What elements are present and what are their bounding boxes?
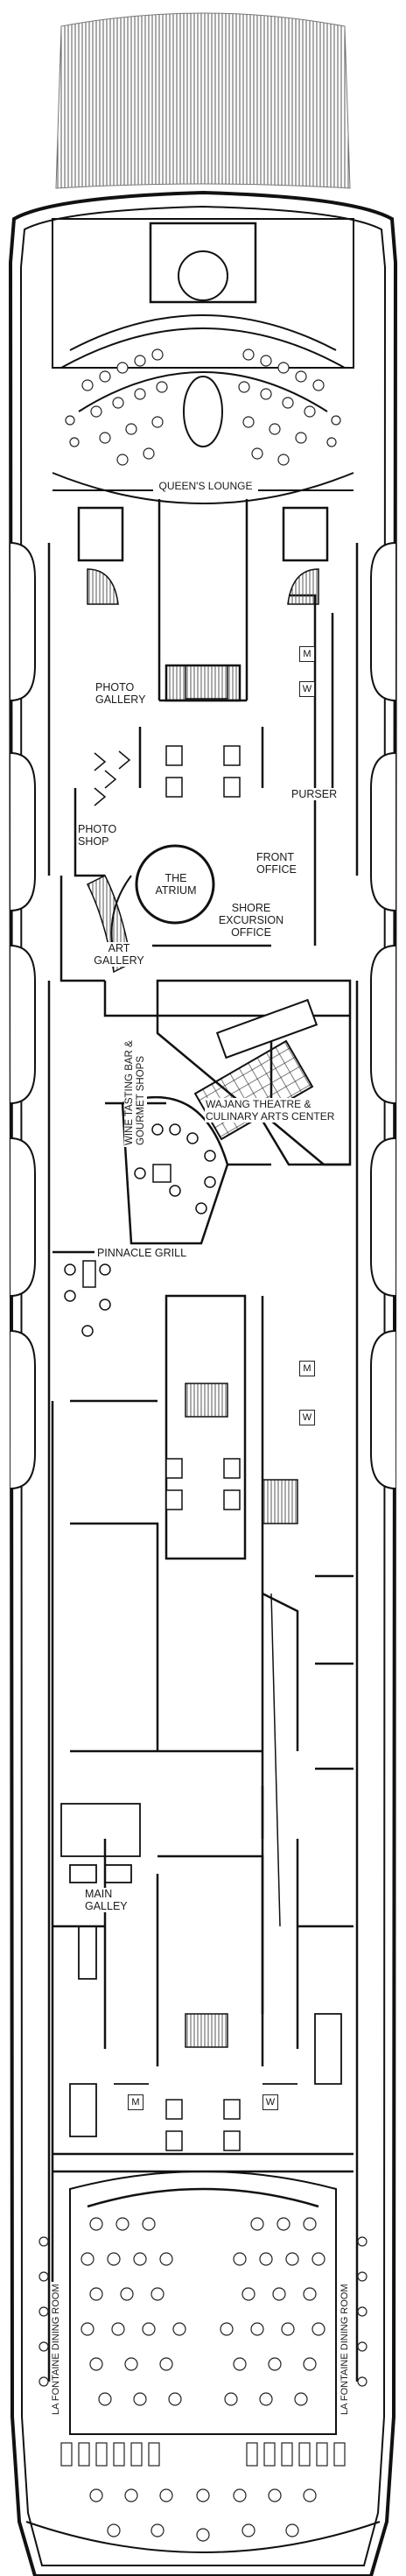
restroom-men-upper: M [299, 646, 315, 662]
pinnacle-grill-label[interactable]: PINNACLE GRILL [94, 1247, 189, 1259]
forward-deck-hatch [55, 12, 351, 189]
queens-lounge-label[interactable]: QUEEN'S LOUNGE [153, 480, 258, 492]
atrium-label[interactable]: THE ATRIUM [149, 872, 203, 897]
wajang-theatre-label[interactable]: WAJANG THEATRE & CULINARY ARTS CENTER [205, 1098, 336, 1123]
elevator-banks [165, 745, 241, 2151]
hull-inner [19, 205, 387, 2566]
photo-gallery-label[interactable]: PHOTO GALLERY [94, 681, 147, 706]
la-fontaine-dining [25, 2170, 381, 2553]
photo-gallery-displays [94, 750, 131, 806]
photo-shop-label[interactable]: PHOTO SHOP [77, 823, 118, 848]
purser-label[interactable]: PURSER [290, 788, 339, 800]
wine-tasting-label[interactable]: WINE TASTING BAR & GOURMET SHOPS [124, 1038, 147, 1147]
restroom-women-lower: W [262, 2094, 278, 2110]
main-galley [60, 1593, 342, 2137]
restroom-women-mid: W [299, 1410, 315, 1425]
art-gallery-label[interactable]: ART GALLERY [86, 942, 152, 967]
lounge-seating [65, 348, 341, 466]
la-fontaine-right-label[interactable]: LA FONTAINE DINING ROOM [340, 2282, 350, 2417]
front-office-label[interactable]: FRONT OFFICE [256, 851, 298, 876]
restroom-women-upper: W [299, 681, 315, 697]
dining-tables [38, 2217, 368, 2542]
queens-lounge-area [52, 218, 354, 504]
la-fontaine-left-label[interactable]: LA FONTAINE DINING ROOM [51, 2282, 61, 2417]
restroom-men-lower: M [128, 2094, 144, 2110]
lifeboat-bays [10, 542, 396, 1489]
shore-excursion-label[interactable]: SHORE EXCURSION OFFICE [215, 902, 287, 939]
main-galley-label[interactable]: MAIN GALLEY [84, 1888, 129, 1912]
restroom-men-mid: M [299, 1361, 315, 1376]
